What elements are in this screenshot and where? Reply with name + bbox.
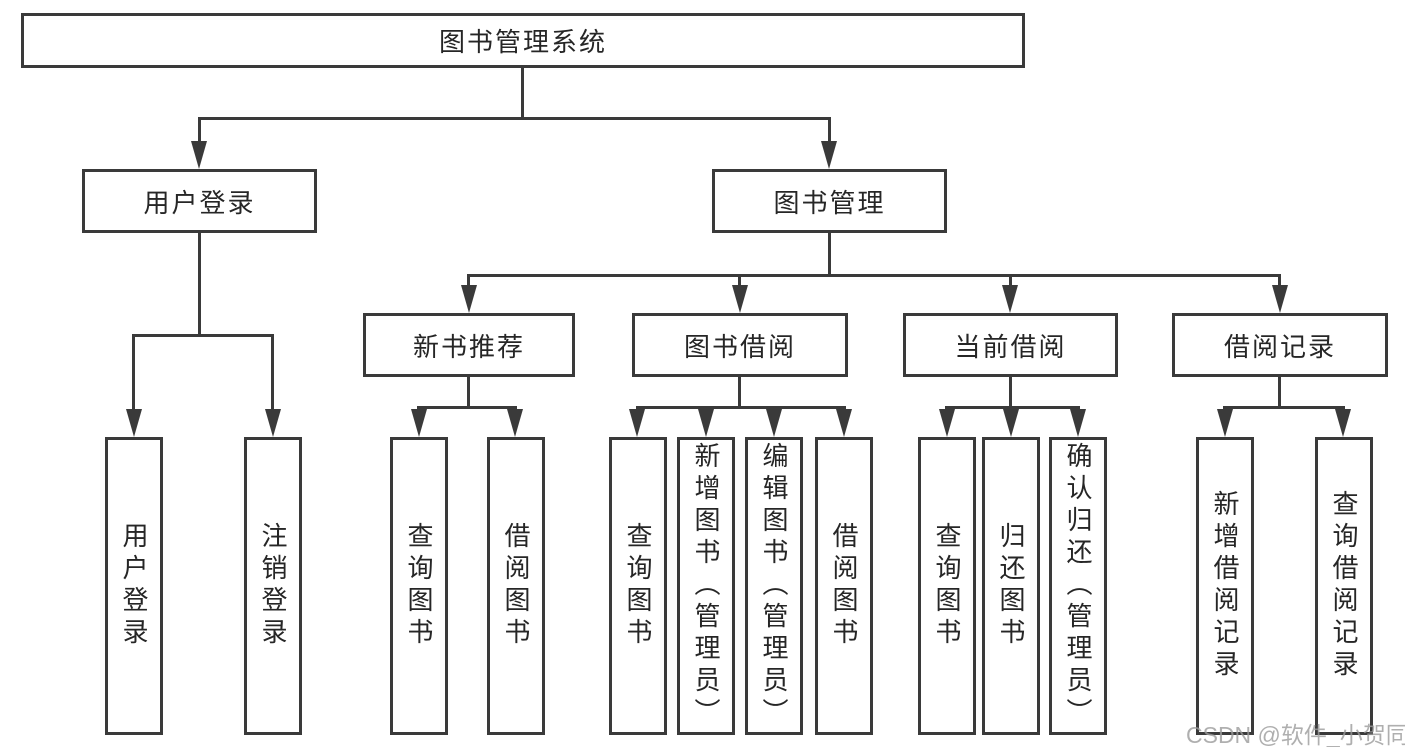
connector-line xyxy=(1009,375,1012,409)
connector-line xyxy=(738,274,741,287)
node-label: 查询图书 xyxy=(404,522,434,650)
node-library-management-system: 图书管理系统 xyxy=(21,13,1025,68)
node-label: 新增图书（管理员） xyxy=(691,442,721,730)
node-label: 借阅记录 xyxy=(1223,331,1336,362)
node-user-login-leaf: 用户登录 xyxy=(105,437,163,735)
node-add-borrow-record: 新增借阅记录 xyxy=(1196,437,1254,735)
node-label: 查询借阅记录 xyxy=(1329,490,1359,682)
node-return-books: 归还图书 xyxy=(982,437,1040,735)
arrowhead-icon xyxy=(1272,285,1288,313)
node-borrowing-records: 借阅记录 xyxy=(1172,313,1388,377)
arrowhead-icon xyxy=(507,409,523,437)
node-borrow-books-recommend: 借阅图书 xyxy=(487,437,545,735)
node-book-management: 图书管理 xyxy=(712,169,947,233)
arrowhead-icon xyxy=(265,409,281,437)
connector-line xyxy=(467,274,470,287)
node-query-books-recommend: 查询图书 xyxy=(390,437,448,735)
node-label: 新书推荐 xyxy=(412,331,525,362)
node-query-books-current: 查询图书 xyxy=(918,437,976,735)
node-user-login: 用户登录 xyxy=(82,169,317,233)
arrowhead-icon xyxy=(821,141,837,169)
connector-line xyxy=(467,274,1281,277)
connector-line xyxy=(828,117,831,144)
node-add-books-admin: 新增图书（管理员） xyxy=(677,437,735,735)
node-label: 借阅图书 xyxy=(501,522,531,650)
node-label: 借阅图书 xyxy=(829,522,859,650)
node-label: 新增借阅记录 xyxy=(1210,490,1240,682)
connector-line xyxy=(467,375,470,409)
node-label: 编辑图书（管理员） xyxy=(759,442,789,730)
node-current-borrowing: 当前借阅 xyxy=(903,313,1118,377)
watermark-text: CSDN @软件_小贺同学 xyxy=(1186,722,1405,747)
arrowhead-icon xyxy=(629,409,645,437)
node-book-borrowing: 图书借阅 xyxy=(632,313,848,377)
node-new-book-recommend: 新书推荐 xyxy=(363,313,575,377)
node-label: 用户登录 xyxy=(143,187,256,218)
arrowhead-icon xyxy=(126,409,142,437)
arrowhead-icon xyxy=(461,285,477,313)
connector-line xyxy=(636,406,846,409)
connector-line xyxy=(271,334,274,411)
node-label: 当前借阅 xyxy=(954,331,1067,362)
connector-line xyxy=(945,406,1080,409)
arrowhead-icon xyxy=(191,141,207,169)
arrowhead-icon xyxy=(1217,409,1233,437)
arrowhead-icon xyxy=(1070,409,1086,437)
arrowhead-icon xyxy=(732,285,748,313)
connector-line xyxy=(1278,375,1281,409)
node-label: 注销登录 xyxy=(258,522,288,650)
connector-line xyxy=(738,375,741,409)
connector-line xyxy=(198,231,201,336)
node-query-books-borrow: 查询图书 xyxy=(609,437,667,735)
node-edit-books-admin: 编辑图书（管理员） xyxy=(745,437,803,735)
connector-line xyxy=(198,117,201,144)
arrowhead-icon xyxy=(939,409,955,437)
connector-line xyxy=(1223,406,1345,409)
node-label: 确认归还（管理员） xyxy=(1063,442,1093,730)
connector-line xyxy=(828,231,831,276)
node-label: 查询图书 xyxy=(623,522,653,650)
node-query-borrow-record: 查询借阅记录 xyxy=(1315,437,1373,735)
arrowhead-icon xyxy=(1335,409,1351,437)
connector-line xyxy=(1009,274,1012,287)
node-label: 查询图书 xyxy=(932,522,962,650)
connector-line xyxy=(1278,274,1281,287)
connector-line xyxy=(132,334,274,337)
arrowhead-icon xyxy=(1002,285,1018,313)
node-label: 归还图书 xyxy=(996,522,1026,650)
node-label: 用户登录 xyxy=(119,522,149,650)
arrowhead-icon xyxy=(766,409,782,437)
connector-line xyxy=(521,66,524,119)
arrowhead-icon xyxy=(836,409,852,437)
node-logout: 注销登录 xyxy=(244,437,302,735)
node-borrow-books: 借阅图书 xyxy=(815,437,873,735)
node-label: 图书借阅 xyxy=(683,331,796,362)
connector-line xyxy=(198,117,831,120)
node-label: 图书管理系统 xyxy=(438,27,607,57)
arrowhead-icon xyxy=(698,409,714,437)
arrowhead-icon xyxy=(1003,409,1019,437)
connector-line xyxy=(417,406,517,409)
node-label: 图书管理 xyxy=(773,187,886,218)
node-confirm-return-admin: 确认归还（管理员） xyxy=(1049,437,1107,735)
arrowhead-icon xyxy=(411,409,427,437)
connector-line xyxy=(132,334,135,411)
